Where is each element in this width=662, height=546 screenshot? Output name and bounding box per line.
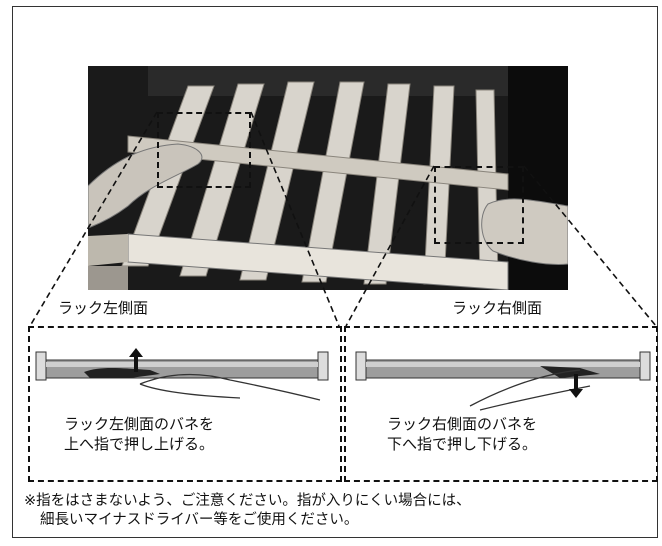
rack-photo <box>88 66 568 290</box>
left-caption-line2: 上へ指で押し上げる。 <box>64 435 215 453</box>
document-frame <box>12 6 658 538</box>
caution-note-line2: 細長いマイナスドライバー等をご使用ください。 <box>40 512 359 528</box>
right-caption-line2: 下へ指で押し下げる。 <box>387 435 538 453</box>
right-side-label: ラック右側面 <box>452 299 543 317</box>
left-detail-marker <box>157 112 251 188</box>
right-detail-panel <box>344 326 658 482</box>
down-arrow-icon <box>569 374 583 398</box>
left-caption-line1: ラック左側面のバネを <box>64 415 215 433</box>
right-caption-line1: ラック右側面のバネを <box>387 415 538 433</box>
caution-note-line1: ※指をはさまないよう、ご注意ください。指が入りにくい場合には、 <box>24 493 471 509</box>
left-side-label: ラック左側面 <box>58 299 149 317</box>
up-arrow-icon <box>129 348 143 372</box>
right-detail-marker <box>434 166 524 244</box>
left-detail-panel <box>28 326 342 482</box>
